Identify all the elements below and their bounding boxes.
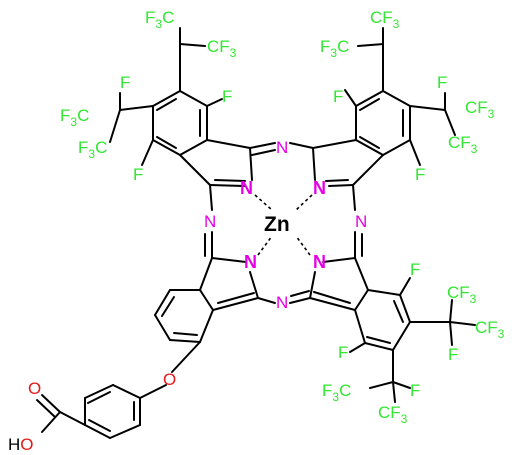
svg-text:F3C: F3C: [322, 381, 351, 404]
fluorine-tr-c1: F: [437, 73, 447, 92]
fluorine-tl-ring-bottom: F: [133, 165, 143, 184]
cf3-group: F3C: [145, 8, 174, 31]
cf3-group: CF3: [465, 98, 495, 121]
fluorine-br-c1: F: [448, 345, 458, 364]
cf3-group: F3C: [320, 37, 349, 60]
bridge-n-top: N: [276, 138, 288, 157]
cf3-group: F3C: [78, 138, 107, 161]
cf3-group: CF3: [448, 133, 478, 156]
svg-text:F3C: F3C: [320, 37, 349, 60]
svg-text:CF3: CF3: [465, 98, 495, 121]
hydroxyl-group: HO: [8, 435, 34, 454]
svg-text:CF3: CF3: [447, 283, 477, 306]
svg-text:CF3: CF3: [475, 318, 505, 341]
svg-text:CF3: CF3: [448, 133, 478, 156]
pyrrole-n-top-left: N: [240, 178, 253, 198]
fluorine-tr-ring-bottom: F: [415, 165, 425, 184]
pyrrole-n-top-right: N: [313, 178, 326, 198]
zinc-atom: Zn: [264, 213, 290, 236]
bond-network: [36, 27, 476, 439]
fluorine-tl-c1: F: [120, 73, 130, 92]
svg-text:F3C: F3C: [60, 106, 89, 129]
fluorine-br-ring-bottom: F: [338, 343, 348, 362]
svg-text:F3C: F3C: [78, 138, 107, 161]
cf3-group: F3C: [60, 106, 89, 129]
svg-text:CF3: CF3: [378, 403, 408, 426]
ether-oxygen: O: [163, 370, 176, 389]
bridge-n-left: N: [204, 212, 216, 231]
cf3-group: CF3: [370, 8, 400, 31]
carbonyl-oxygen: O: [28, 379, 41, 398]
fluorine-tr-ring-top: F: [333, 87, 343, 106]
bridge-n-bottom: N: [276, 293, 288, 312]
cf3-group: CF3: [447, 283, 477, 306]
cf3-group: F3C: [322, 381, 351, 404]
zn-coordination-bonds: [254, 194, 313, 256]
cf3-group: CF3: [378, 403, 408, 426]
svg-text:CF3: CF3: [207, 37, 237, 60]
bridge-n-right: N: [355, 212, 367, 231]
fluorine-br-ring-top: F: [410, 260, 420, 279]
pyrrole-n-bottom-right: N: [313, 252, 326, 272]
cf3-group: CF3: [475, 318, 505, 341]
pyrrole-n-bottom-left: N: [244, 252, 257, 272]
fluorine-br-c2: F: [410, 381, 420, 400]
fluorine-tl-ring-top: F: [222, 87, 232, 106]
cf3-group: CF3: [207, 37, 237, 60]
svg-text:CF3: CF3: [370, 8, 400, 31]
svg-text:F3C: F3C: [145, 8, 174, 31]
